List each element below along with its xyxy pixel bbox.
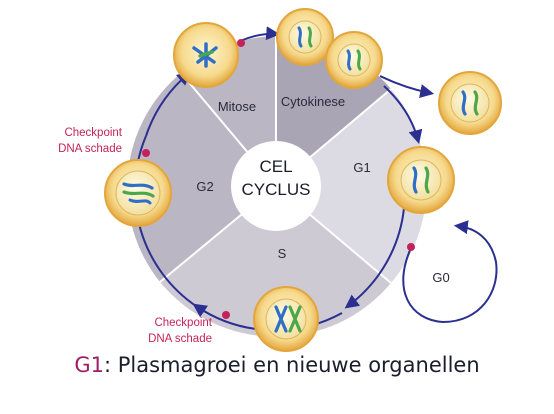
checkpoint-top-line1: Checkpoint [64,127,122,139]
checkpoint-dot-bottom [222,311,230,319]
checkpoint-bottom-line1: Checkpoint [154,317,212,329]
cell-g1 [387,146,455,214]
phase-label-mitose: Mitose [218,99,256,114]
caption-phase: G1 [74,353,104,377]
g0-loop-arrow [402,220,498,324]
cell-daughter [438,71,502,135]
center-circle [231,141,321,231]
cytokinesis-to-daughter-arrow [379,75,435,98]
cytokinesis-to-g1-arrow [383,85,423,145]
g1-to-s-arrow [344,207,405,309]
mitosis-checkpoint-dot [237,39,245,47]
phase-label-g2: G2 [196,179,213,194]
sector-s [160,186,391,337]
phase-label-g1: G1 [353,160,370,175]
cell-cytokinesis-right [325,31,383,89]
checkpoint-bottom-line2: DNA schade [148,333,212,345]
phase-label-s: S [278,246,287,261]
checkpoint-dot-top [142,149,150,157]
cell-cytokinesis-left [276,8,334,66]
g0-checkpoint-dot [407,243,415,251]
center-label-line1: CEL [259,157,292,176]
caption: G1: Plasmagroei en nieuwe organellen [0,353,554,377]
center-label-line2: CYCLUS [242,180,311,199]
caption-text: : Plasmagroei en nieuwe organellen [103,353,480,377]
cell-s [253,286,319,352]
cell-g2 [104,159,172,227]
cell-mitosis [173,22,239,88]
phase-label-cytokinese: Cytokinese [281,94,345,109]
sector-g2 [127,73,276,282]
phase-label-g0: G0 [432,270,449,285]
sector-g1 [276,89,427,283]
checkpoint-top-line2: DNA schade [58,143,122,155]
